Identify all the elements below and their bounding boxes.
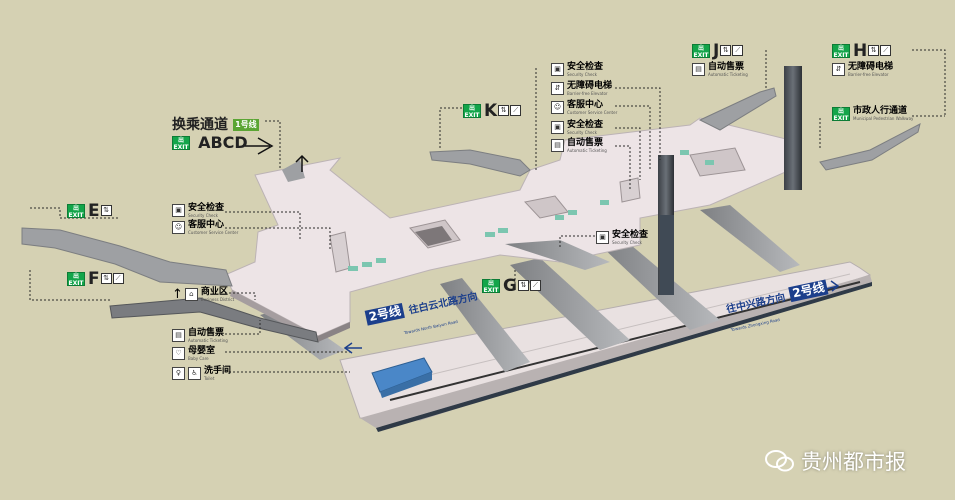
exit-f-letter: F — [88, 268, 100, 289]
exit-stairs — [21, 87, 921, 343]
stairs-icon: ⟋ — [529, 280, 541, 291]
watermark-text: 贵州都市报 — [801, 450, 906, 474]
transfer-title: 换乘通道 — [172, 117, 228, 133]
exit-j-letter: J — [713, 40, 720, 61]
security-check-icon: ▣ — [551, 121, 564, 134]
exit-e-letter: E — [88, 200, 100, 221]
baby-care-icon: ♡ — [172, 347, 185, 360]
leader-lines — [29, 49, 946, 373]
watermark: 贵州都市报 — [765, 446, 906, 476]
security-check-icon: ▣ — [596, 231, 609, 244]
escalator-icon: ⇅ — [868, 45, 880, 56]
ticket-icon: ▤ — [172, 329, 185, 342]
exit-k-letter: K — [484, 100, 498, 121]
customer-service-icon: ☺ — [172, 221, 185, 234]
exit-h-letter: H — [853, 40, 868, 61]
elevator-icon: ⇵ — [832, 63, 845, 76]
line2-badge: 2号线 — [788, 279, 829, 303]
customer-service-icon: ☺ — [551, 101, 564, 114]
line1-badge: 1号线 — [233, 118, 259, 131]
stairs-icon: ⟋ — [732, 45, 744, 56]
ticket-icon: ▤ — [551, 139, 564, 152]
direction-arrows — [245, 137, 309, 172]
escalator-icon: ⇅ — [100, 273, 112, 284]
wechat-icon — [765, 450, 794, 472]
toilet-icon: ♀ — [172, 367, 185, 380]
escalator-icon: ⇅ — [498, 105, 510, 116]
shopping-icon: ⌂ — [184, 288, 198, 301]
line2-badge: 2号线 — [364, 302, 406, 326]
security-check-icon: ▣ — [172, 204, 185, 217]
ticket-icon: ▤ — [692, 63, 705, 76]
platform-arrows — [343, 280, 840, 354]
transfer-label: 换乘通道 1号线 — [172, 114, 259, 134]
stairs-icon: ⟋ — [112, 273, 124, 284]
concourse-level — [224, 66, 802, 342]
escalator-icon: ⇅ — [720, 45, 732, 56]
elevator-icon: ⇵ — [551, 82, 564, 95]
exit-g-letter: G — [503, 275, 517, 296]
up-arrow-icon: ↑ — [172, 287, 183, 302]
stairs-icon: ⟋ — [510, 105, 522, 116]
stairs-icon: ⟋ — [880, 45, 892, 56]
escalator-icon: ⇅ — [100, 205, 112, 216]
accessible-icon: ♿ — [188, 367, 201, 380]
escalator-icon: ⇅ — [517, 280, 529, 291]
exit-abcd-letter: ABCD — [198, 133, 248, 152]
security-check-icon: ▣ — [551, 63, 564, 76]
